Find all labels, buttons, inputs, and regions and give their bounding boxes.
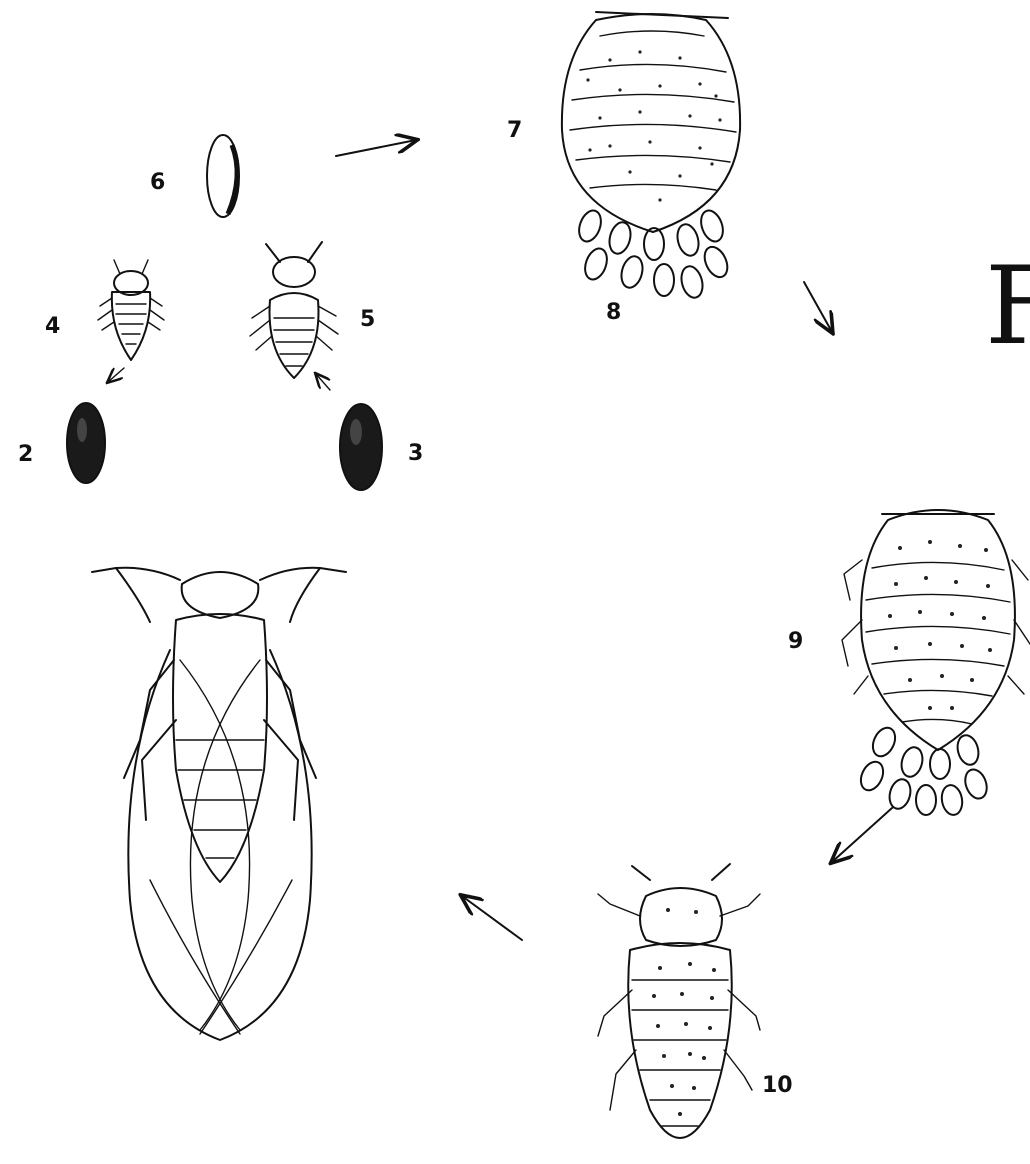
arrow-egg-3-to-5 bbox=[316, 374, 330, 390]
arrow-8-to-9 bbox=[804, 282, 832, 332]
female-9 bbox=[842, 510, 1030, 817]
label-3: 3 bbox=[408, 443, 423, 465]
label-8: 8 bbox=[606, 302, 621, 324]
label-2: 2 bbox=[18, 444, 33, 466]
label-6: 6 bbox=[150, 172, 165, 194]
label-5: 5 bbox=[360, 309, 375, 331]
arrow-10-to-adult bbox=[462, 896, 522, 940]
label-7: 7 bbox=[507, 120, 522, 142]
arrow-6-to-7 bbox=[336, 140, 416, 156]
egg-cluster-8 bbox=[575, 208, 732, 300]
arrow-9-to-10 bbox=[832, 808, 892, 862]
swollen-female-7 bbox=[562, 12, 740, 232]
nymph-10 bbox=[598, 864, 760, 1138]
label-9: 9 bbox=[788, 631, 803, 653]
nymph-4 bbox=[98, 260, 164, 360]
egg-3 bbox=[340, 404, 382, 490]
label-10: 10 bbox=[762, 1075, 793, 1097]
edge-letter: F bbox=[985, 253, 1030, 361]
arrow-egg-2-to-4 bbox=[108, 368, 124, 382]
egg-2 bbox=[67, 403, 105, 483]
egg-6 bbox=[207, 135, 239, 217]
nymph-5 bbox=[250, 242, 338, 378]
arrows bbox=[108, 140, 892, 940]
label-4: 4 bbox=[45, 316, 60, 338]
winged-adult bbox=[92, 568, 346, 1040]
